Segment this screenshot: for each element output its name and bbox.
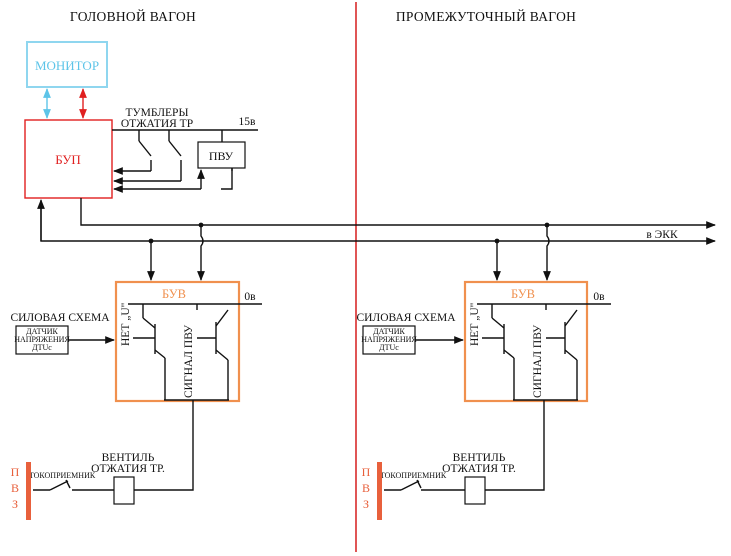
valve-label-line1: ВЕНТИЛЬ [102, 452, 155, 464]
voltage-sensor-block [15, 325, 69, 355]
zero-volt-label: 0в [593, 291, 605, 303]
ekk-label: в ЭКК [646, 229, 678, 241]
toggles-label-line2: ОТЖАТИЯ ТР [121, 118, 193, 130]
bup-block: БУП [24, 119, 113, 199]
pvz-letter: П [11, 465, 20, 479]
sensor-label-line2: НАПРЯЖЕНИЯ [361, 335, 417, 344]
pvu-block: ПВУ [197, 141, 246, 169]
valve-label-line2: ОТЖАТИЯ ТР. [91, 463, 165, 475]
pvz-bar [26, 462, 31, 520]
pvz-letter: П [362, 465, 371, 479]
pvz-letter: З [363, 497, 369, 511]
supply-15v-label: 15в [239, 116, 257, 128]
bup-label: БУП [55, 152, 81, 167]
transistor-pvu [545, 304, 578, 400]
pvz-letter: В [362, 481, 370, 495]
pantograph-label: ТОКОПРИЕМНИК [380, 471, 447, 480]
monitor-block: МОНИТОР [26, 41, 108, 88]
toggle-switch-2 [168, 130, 182, 181]
power-scheme-label: СИЛОВАЯ СХЕМА [10, 312, 110, 324]
sensor-label-line1: ДАТЧИК [26, 327, 58, 336]
transistor-u [133, 304, 166, 400]
pantograph-switch [33, 479, 71, 491]
buv-output-wire [134, 400, 194, 491]
header-intermediate-car: ПРОМЕЖУТОЧНЫЙ ВАГОН [396, 9, 576, 24]
sensor-label-line1: ДАТЧИК [373, 327, 405, 336]
buv-input-upper [197, 225, 205, 281]
buv-block [463, 280, 589, 403]
pantograph-switch [384, 479, 422, 491]
sensor-label-line3: ДТUс [379, 343, 399, 352]
buv-label: БУВ [511, 287, 535, 301]
signal-pvu-label: СИГНАЛ ПВУ [532, 324, 544, 398]
transistor-u [482, 304, 515, 400]
power-scheme-label: СИЛОВАЯ СХЕМА [356, 312, 456, 324]
toggle-switch-1 [138, 130, 152, 171]
transistor-pvu [196, 304, 229, 400]
valve-coil [113, 476, 135, 505]
zero-volt-label: 0в [244, 291, 256, 303]
pvz-bar [377, 462, 382, 520]
signal-no-u-label: НЕТ „U" [469, 303, 481, 346]
toggles-label-line1: ТУМБЛЕРЫ [126, 107, 189, 119]
bup-input-wires [113, 167, 233, 193]
sensor-label-line3: ДТUс [32, 343, 52, 352]
pvu-label: ПВУ [209, 149, 234, 163]
buv-input-upper [543, 225, 551, 281]
unit-head-car: БУВ 0в НЕТ „U" СИГНАЛ ПВУ СИЛОВАЯ СХ [10, 225, 262, 520]
buv-block [114, 280, 241, 403]
pantograph-label: ТОКОПРИЕМНИК [29, 471, 96, 480]
sensor-label-line2: НАПРЯЖЕНИЯ [14, 335, 70, 344]
pvz-letter: В [11, 481, 19, 495]
valve-coil [464, 476, 486, 505]
header-head-car: ГОЛОВНОЙ ВАГОН [70, 9, 196, 24]
valve-label-line1: ВЕНТИЛЬ [453, 452, 506, 464]
signal-pvu-label: СИГНАЛ ПВУ [183, 324, 195, 398]
monitor-label: МОНИТОР [35, 58, 99, 73]
pvz-letter: З [12, 497, 18, 511]
buv-output-wire [485, 400, 545, 491]
valve-label-line2: ОТЖАТИЯ ТР. [442, 463, 516, 475]
bus-line-upper [80, 198, 716, 229]
signal-no-u-label: НЕТ „U" [120, 303, 132, 346]
buv-label: БУВ [162, 287, 186, 301]
bus-line-lower [40, 202, 716, 245]
unit-intermediate-car: БУВ 0в НЕТ „U" СИГНАЛ ПВУ СИЛОВАЯ СХЕМА … [356, 225, 611, 520]
